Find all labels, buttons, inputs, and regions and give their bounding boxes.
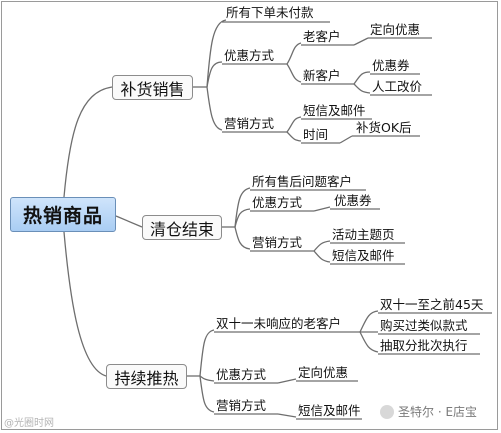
sustain-offer: 优惠方式 [216, 367, 267, 382]
connector [199, 329, 215, 377]
branch-restock-label: 补货销售 [120, 79, 185, 99]
clearance-marketing-item2: 短信及邮件 [332, 248, 395, 263]
root-label: 热销商品 [22, 205, 103, 227]
connector [199, 375, 215, 382]
connector [234, 208, 251, 228]
restock-offer-new-item1: 优惠券 [372, 58, 410, 73]
connector [313, 250, 331, 263]
restock-offer-old: 老客户 [303, 29, 341, 44]
restock-unpaid: 所有下单未付款 [226, 5, 314, 20]
connector [353, 37, 369, 46]
root-node: 热销商品 [10, 197, 116, 232]
connector [115, 215, 143, 228]
sustain-unresponsive-item3: 抽取分批次执行 [380, 338, 468, 353]
sustain-unresponsive: 双十一未响应的老客户 [216, 316, 342, 331]
connector [359, 331, 379, 353]
connector [353, 71, 371, 85]
connector [206, 19, 227, 88]
connector [359, 310, 379, 333]
connector [206, 61, 223, 88]
connector [206, 86, 223, 131]
branch-clearance-label: 清仓结束 [149, 219, 214, 239]
branch-sustain: 持续推热 [106, 364, 187, 389]
sustain-marketing-item: 短信及邮件 [298, 403, 361, 418]
watermark-left: @光圈时网 [4, 418, 54, 429]
connector [234, 226, 251, 250]
connector [313, 206, 331, 212]
connector [313, 240, 331, 252]
branch-restock: 补货销售 [112, 75, 193, 100]
clearance-aftersale: 所有售后问题客户 [252, 174, 353, 189]
restock-marketing-sms: 短信及邮件 [303, 103, 366, 118]
wechat-logo-icon [380, 404, 394, 419]
sustain-unresponsive-item2: 购买过类似款式 [380, 318, 468, 333]
sustain-unresponsive-item1: 双十一至之前45天 [380, 297, 484, 312]
restock-offer: 优惠方式 [224, 48, 275, 63]
restock-marketing-time-item: 补货OK后 [356, 120, 412, 135]
clearance-offer: 优惠方式 [252, 195, 303, 210]
clearance-offer-item: 优惠券 [334, 193, 372, 208]
clearance-marketing: 营销方式 [252, 235, 303, 250]
restock-marketing-time: 时间 [303, 127, 329, 142]
restock-marketing: 营销方式 [224, 116, 275, 131]
connector [286, 116, 302, 133]
connector [286, 131, 302, 142]
connector [63, 231, 107, 377]
restock-offer-old-item: 定向优惠 [370, 22, 421, 37]
connector [234, 187, 251, 228]
connector [353, 83, 371, 94]
connector [286, 42, 302, 65]
connector [63, 86, 113, 198]
watermark-right-text: 圣特尔 · E店宝 [398, 405, 478, 419]
connector [277, 378, 297, 384]
connector [277, 413, 297, 418]
branch-sustain-label: 持续推热 [114, 368, 179, 388]
branch-clearance: 清仓结束 [142, 215, 222, 240]
connector [199, 375, 215, 413]
sustain-offer-item: 定向优惠 [298, 365, 349, 380]
connector [339, 135, 353, 144]
restock-offer-new-item2: 人工改价 [372, 79, 423, 94]
restock-offer-new: 新客户 [303, 68, 341, 83]
watermark-right: 圣特尔 · E店宝 [380, 403, 477, 420]
connector [286, 63, 302, 83]
clearance-marketing-item1: 活动主题页 [332, 227, 395, 242]
sustain-marketing: 营销方式 [216, 398, 267, 413]
